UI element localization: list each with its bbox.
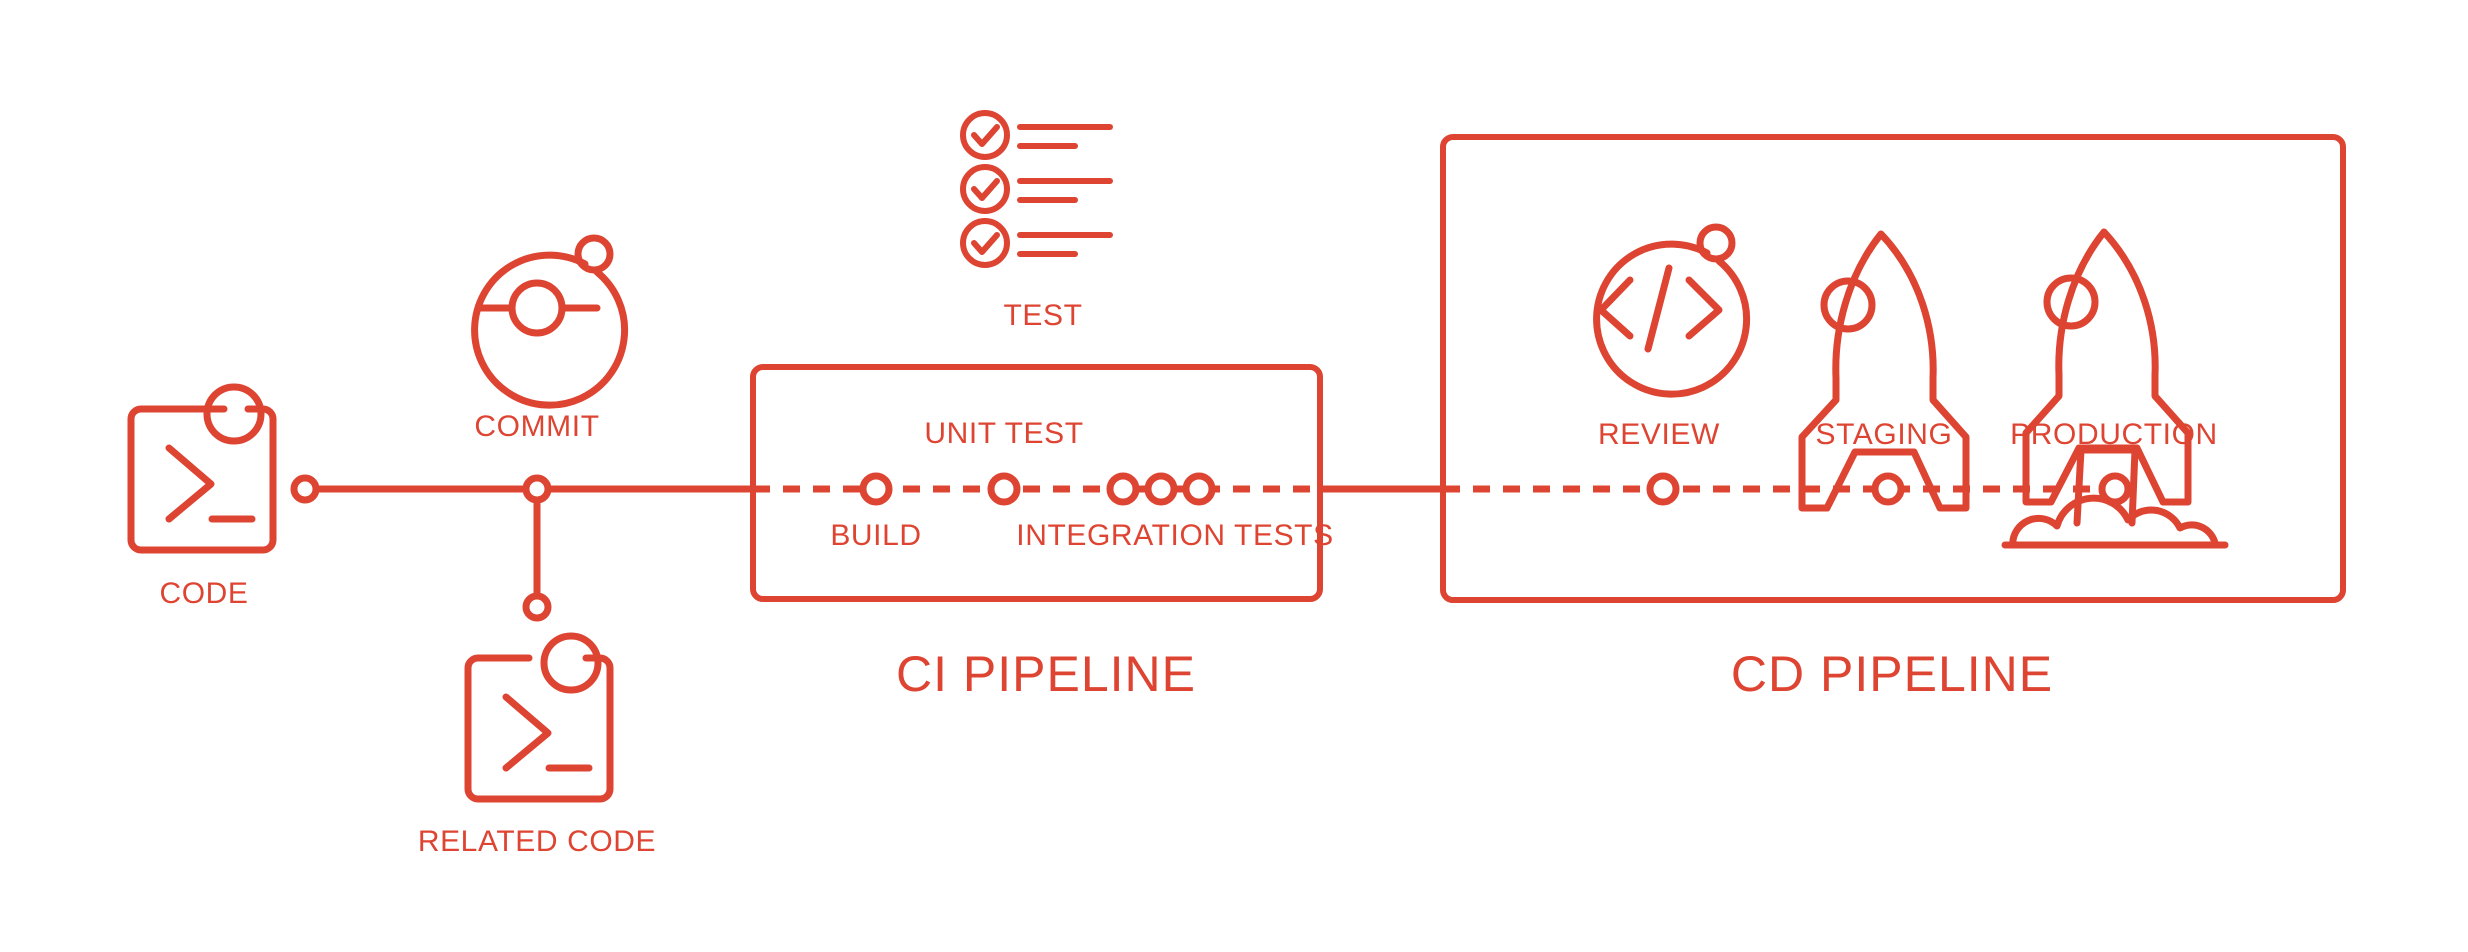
code-frame-icon — [127, 405, 277, 554]
ci-pipeline-title: CI PIPELINE — [896, 646, 1196, 702]
test-checkmark-icon-3 — [971, 232, 1000, 255]
cd-node-review[interactable]: REVIEW — [1593, 223, 1751, 451]
production-flame-left-icon — [2073, 446, 2085, 527]
related-code-badge-circle-icon — [540, 632, 602, 694]
production-flame-right-icon — [2128, 446, 2139, 527]
commit-orbit-icon — [471, 251, 629, 409]
node-code-label: CODE — [159, 577, 248, 610]
ci-node-label-unit-test: UNIT TEST — [924, 417, 1083, 450]
ci-node-dot-integration-2[interactable] — [1144, 472, 1178, 506]
ci-node-label-integration-tests: INTEGRATION TESTS — [1016, 519, 1333, 552]
cd-pipeline-box[interactable] — [1440, 134, 2346, 603]
cd-node-production[interactable]: PRODUCTION — [2001, 228, 2229, 549]
ci-node-dot-integration-1[interactable] — [1106, 472, 1140, 506]
node-related-code-label: RELATED CODE — [418, 825, 656, 858]
test-checkmark-icon-2 — [971, 178, 1000, 201]
review-slash-icon — [1644, 264, 1673, 353]
node-code[interactable]: CODE — [127, 383, 277, 610]
commit-rail-dot[interactable] — [522, 474, 552, 504]
cd-node-label-production: PRODUCTION — [2010, 418, 2218, 451]
related-code-branch-dot[interactable] — [522, 592, 552, 622]
cd-pipeline-border — [1440, 134, 2346, 603]
test-check-circle-icon-1 — [960, 110, 1010, 160]
production-cloud-icon — [2009, 494, 2219, 549]
test-checkmark-icon-1 — [971, 124, 1000, 147]
node-related-code[interactable]: RELATED CODE — [418, 632, 656, 858]
cd-node-label-review: REVIEW — [1598, 418, 1720, 451]
code-badge-circle-icon — [203, 383, 265, 445]
related-code-frame-icon — [464, 654, 614, 803]
review-badge-dot-icon — [1696, 223, 1736, 263]
rail-start-dot[interactable] — [290, 474, 320, 504]
node-test[interactable]: TEST — [960, 110, 1113, 332]
production-rocket-window-icon — [2043, 274, 2099, 330]
review-circle-icon — [1593, 240, 1751, 398]
test-check-circle-icon-2 — [960, 164, 1010, 214]
review-angle-left-icon — [1597, 276, 1634, 340]
staging-rocket-body-icon — [1798, 230, 1970, 512]
ci-node-dot-integration-3[interactable] — [1182, 472, 1216, 506]
cd-pipeline-title: CD PIPELINE — [1731, 646, 2053, 702]
code-chevron-icon — [165, 444, 215, 523]
cd-node-dot-production[interactable] — [2098, 472, 2132, 506]
ci-node-dot-build[interactable] — [859, 472, 893, 506]
node-commit-label: COMMIT — [474, 410, 599, 443]
ci-pipeline-border — [750, 364, 1323, 602]
commit-orbit-dot-icon — [574, 234, 614, 274]
ci-node-label-build: BUILD — [830, 519, 921, 552]
node-commit[interactable]: COMMIT — [471, 234, 629, 443]
cd-node-staging[interactable]: STAGING — [1798, 230, 1970, 512]
node-test-label: TEST — [1003, 299, 1082, 332]
commit-inner-circle-icon — [508, 279, 566, 337]
ci-node-dot-unit-test[interactable] — [987, 472, 1021, 506]
related-code-chevron-icon — [502, 693, 552, 772]
cd-node-dot-review[interactable] — [1646, 472, 1680, 506]
production-rocket-body-icon — [2022, 228, 2192, 506]
ci-pipeline-box[interactable] — [750, 364, 1323, 602]
cd-node-label-staging: STAGING — [1816, 418, 1953, 451]
cd-node-dot-staging[interactable] — [1871, 472, 1905, 506]
test-check-circle-icon-3 — [960, 218, 1010, 268]
review-angle-right-icon — [1685, 276, 1723, 340]
staging-rocket-window-icon — [1820, 277, 1876, 333]
